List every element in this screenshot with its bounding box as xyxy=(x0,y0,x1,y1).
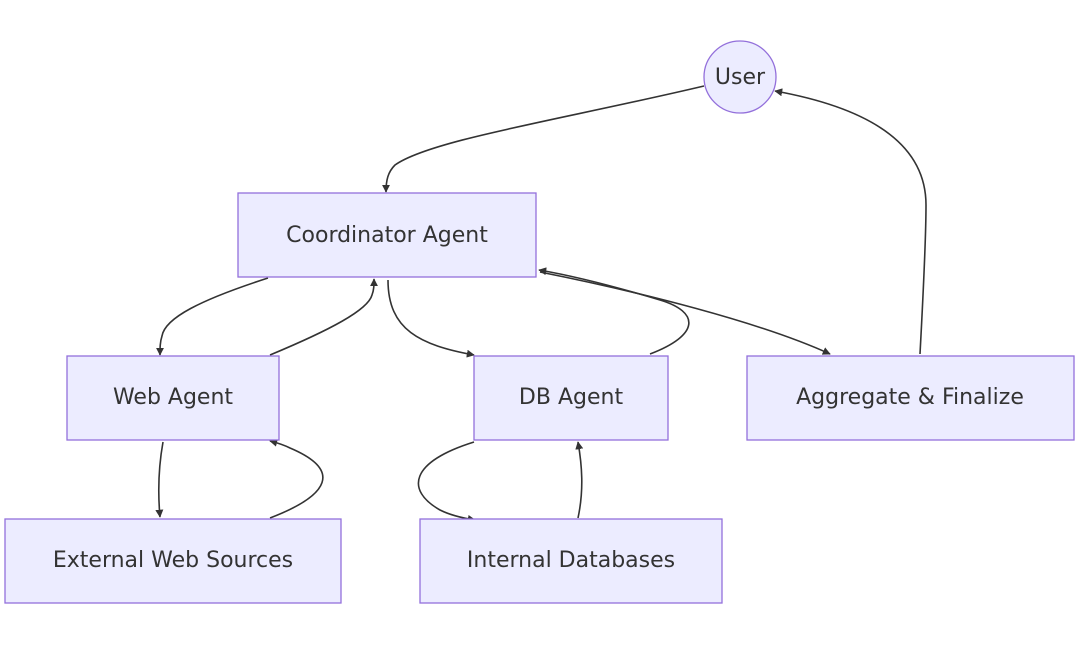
edge-coordinator-to-aggregate xyxy=(539,271,831,355)
internal-databases-label: Internal Databases xyxy=(467,548,675,573)
node-coordinator-agent: Coordinator Agent xyxy=(237,192,537,278)
internal-databases-box xyxy=(419,518,723,604)
edges xyxy=(155,85,927,523)
web-agent-label: Web Agent xyxy=(113,385,233,410)
db-agent-label: DB Agent xyxy=(519,385,624,410)
node-internal-databases: Internal Databases xyxy=(419,518,723,604)
aggregate-finalize-label: Aggregate & Finalize xyxy=(796,385,1024,410)
coordinator-agent-label: Coordinator Agent xyxy=(286,223,488,248)
edge-user-to-coordinator xyxy=(382,85,705,193)
edge-external-web-to-web-agent xyxy=(269,438,324,519)
edge-coordinator-to-web-agent xyxy=(156,277,269,356)
edge-web-agent-to-coordinator xyxy=(269,278,378,356)
node-user: User xyxy=(703,40,777,114)
node-external-web-sources: External Web Sources xyxy=(4,518,342,604)
db-agent-box xyxy=(473,355,669,441)
node-db-agent: DB Agent xyxy=(473,355,669,441)
edge-db-agent-to-internal-db xyxy=(417,441,476,523)
external-web-sources-label: External Web Sources xyxy=(53,548,293,573)
edge-coordinator-to-db-agent xyxy=(387,279,475,358)
edge-db-agent-to-coordinator xyxy=(538,267,690,355)
user-circle xyxy=(703,40,777,114)
edge-internal-db-to-db-agent xyxy=(575,441,584,519)
edge-web-agent-to-external-web xyxy=(155,441,164,518)
external-web-sources-box xyxy=(4,518,342,604)
node-aggregate-finalize: Aggregate & Finalize xyxy=(746,355,1075,441)
edge-aggregate-to-user xyxy=(774,88,927,355)
aggregate-finalize-box xyxy=(746,355,1075,441)
user-label: User xyxy=(715,65,766,90)
coordinator-agent-box xyxy=(237,192,537,278)
web-agent-box xyxy=(66,355,280,441)
node-web-agent: Web Agent xyxy=(66,355,280,441)
